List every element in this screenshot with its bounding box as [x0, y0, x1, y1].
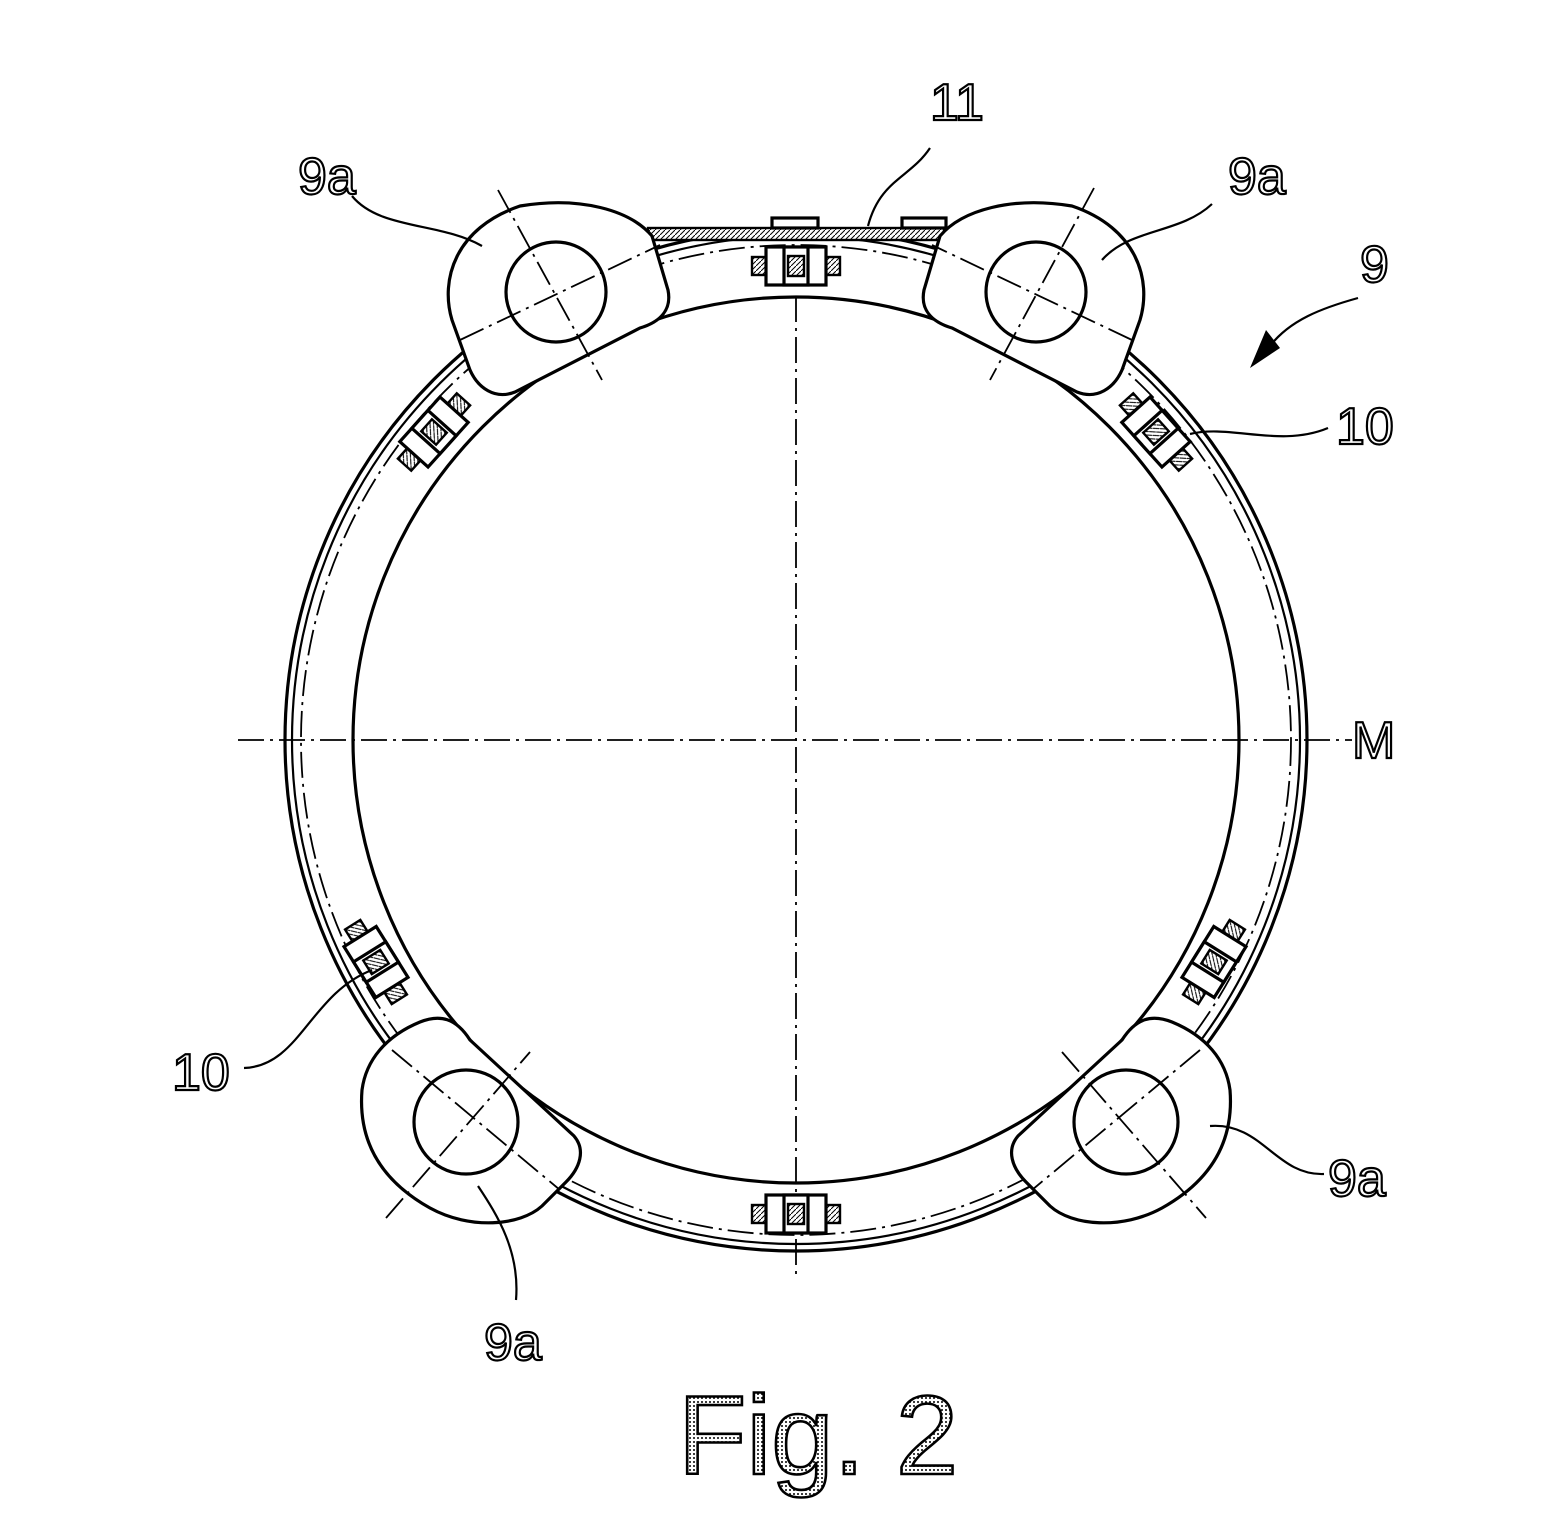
leader-9a-top-right — [1101, 203, 1213, 261]
screw-block-top — [750, 245, 842, 287]
lug-bottom-left — [359, 1016, 583, 1225]
lug-top-right — [921, 187, 1146, 397]
screw-block-lower-left — [334, 913, 418, 1011]
leader-9a-bottom-right — [1209, 1124, 1325, 1176]
leader-9a-top-left — [351, 195, 483, 247]
label-9a-bottom-left: 9a — [484, 1314, 542, 1372]
screw-block-upper-right — [1110, 384, 1202, 480]
figure-caption: Fig. 2 — [678, 1373, 958, 1498]
leader-11 — [866, 147, 931, 227]
pitch-circle — [300, 244, 1292, 1236]
leader-10-left — [243, 968, 373, 1070]
lug-bottom-right — [1009, 1016, 1233, 1225]
leader-10-right — [1189, 426, 1329, 438]
top-plate — [646, 216, 948, 242]
label-axis-m: M — [1352, 712, 1395, 770]
screw-block-upper-left — [388, 384, 480, 480]
arrow-9-head — [1250, 330, 1280, 368]
label-9: 9 — [1360, 236, 1389, 294]
label-11: 11 — [930, 74, 984, 132]
lug-top-left — [446, 189, 671, 397]
label-10-right: 10 — [1336, 398, 1394, 456]
label-10-left: 10 — [172, 1044, 230, 1102]
leader-9a-bottom-left — [477, 1185, 518, 1301]
label-9a-top-right: 9a — [1228, 148, 1286, 206]
label-9a-bottom-right: 9a — [1328, 1150, 1386, 1208]
screw-block-lower-right — [1172, 913, 1256, 1011]
screw-block-bottom — [750, 1193, 842, 1235]
arrow-9-line — [1269, 296, 1359, 347]
label-9a-top-left: 9a — [298, 148, 356, 206]
